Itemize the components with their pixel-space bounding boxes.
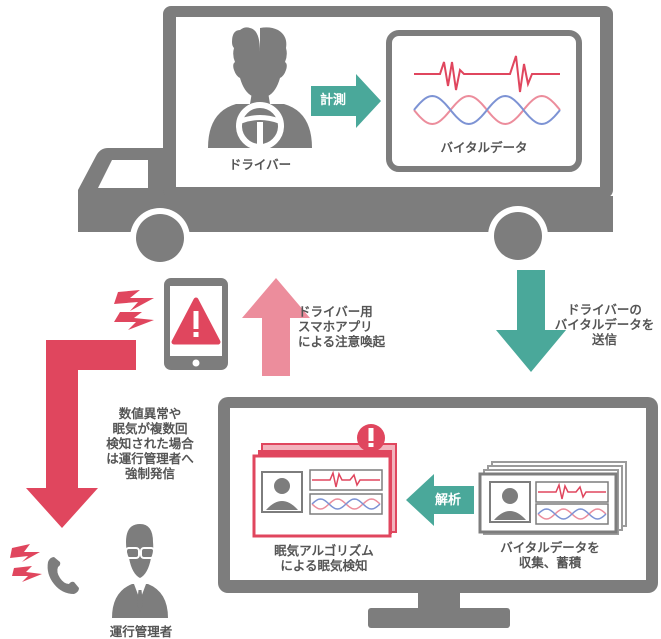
- detect-label: 眠気アルゴリズム による眠気検知: [248, 543, 400, 573]
- forced-call-label: 数値異常や 眠気が複数回 検知された場合 は運行管理者へ 強制発信: [86, 406, 214, 481]
- warning-icon: [171, 297, 221, 345]
- driver-label: ドライバー: [228, 157, 292, 172]
- send-label-line: ドライバーの: [567, 302, 642, 317]
- collected-data-cards: [478, 461, 627, 535]
- forced-label-line: は運行管理者へ: [106, 451, 194, 466]
- handset-icon: [47, 557, 79, 594]
- analyze-arrow: [406, 474, 474, 526]
- alert-label-line: ドライバー用: [298, 304, 373, 319]
- vital-wave-lines: [413, 94, 561, 126]
- forced-label-line: 強制発信: [124, 466, 175, 481]
- alert-label-line: スマホアプリ: [298, 319, 373, 334]
- phone-alert-lightning-icon: [114, 290, 154, 330]
- drowsiness-alert-cards: [252, 443, 397, 538]
- forced-call-arrow: [26, 340, 136, 528]
- measure-label: 計測: [319, 93, 346, 108]
- manager-icon: [112, 524, 168, 618]
- truck-window: [98, 160, 148, 188]
- send-label-line: 送信: [591, 332, 617, 347]
- driver-icon: [208, 27, 312, 150]
- call-lightning-icon: [10, 544, 42, 582]
- manager-label: 運行管理者: [109, 624, 173, 639]
- forced-label-line: 数値異常や: [118, 406, 182, 421]
- measure-arrow: [311, 74, 381, 128]
- vital-panel: [386, 30, 582, 172]
- collect-label-line: バイタルデータを: [500, 540, 600, 555]
- collect-label-line: 収集、蓄積: [518, 555, 582, 570]
- truck-wheel-front: [130, 208, 190, 268]
- send-arrow: [496, 270, 566, 372]
- forced-label-line: 検知された場合: [106, 436, 194, 451]
- alert-label-line: による注意喚起: [298, 334, 386, 349]
- analyze-label: 解析: [434, 493, 461, 508]
- alert-arrow: [242, 278, 310, 376]
- collect-label: バイタルデータを 収集、蓄積: [478, 540, 622, 570]
- profile-avatar-icon-right: [489, 481, 531, 523]
- detect-label-line: 眠気アルゴリズム: [274, 543, 374, 558]
- send-label-line: バイタルデータを: [554, 317, 655, 332]
- exclamation-badge-icon: [357, 424, 385, 452]
- forced-label-line: 眠気が複数回: [112, 421, 188, 436]
- truck-wheel-rear: [488, 206, 548, 266]
- vital-ecg-line: [414, 55, 560, 93]
- alert-label: ドライバー用 スマホアプリ による注意喚起: [298, 304, 408, 349]
- send-label: ドライバーの バイタルデータを 送信: [548, 302, 661, 347]
- profile-avatar-icon-left: [261, 471, 303, 513]
- detect-label-line: による眠気検知: [280, 558, 368, 573]
- vital-label: バイタルデータ: [440, 140, 528, 155]
